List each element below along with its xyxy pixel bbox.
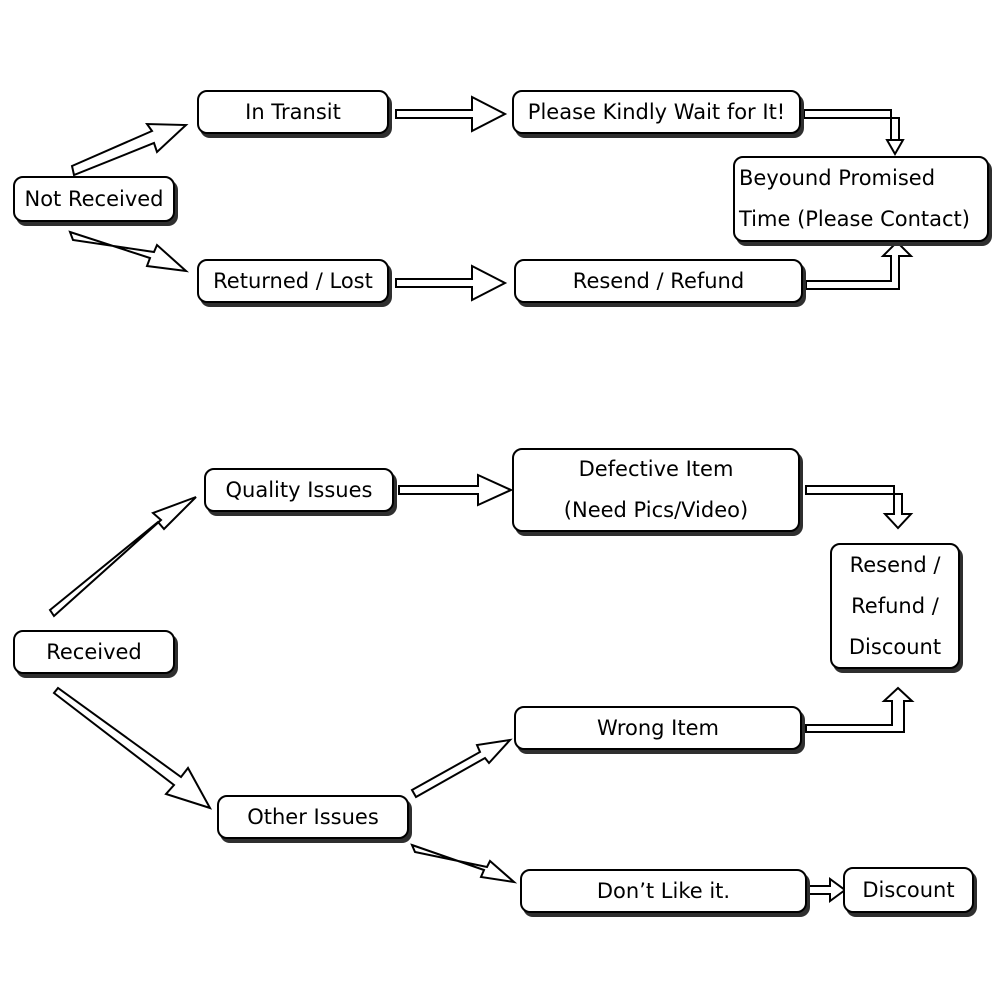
node-discount-label: Discount — [862, 877, 955, 902]
node-received: Received — [13, 630, 175, 674]
node-other-issues: Other Issues — [217, 795, 409, 839]
arrow-quality-to-defective — [398, 473, 514, 507]
node-outcome-line3: Discount — [848, 634, 942, 659]
node-resend-refund: Resend / Refund — [514, 259, 803, 303]
node-resend-refund-discount: Resend / Refund / Discount — [830, 543, 960, 669]
arrow-other-to-dontlike — [410, 843, 518, 884]
arrow-wait-to-beyond — [803, 109, 905, 157]
arrow-defective-to-outcome — [805, 485, 914, 530]
arrow-other-to-wrong — [410, 738, 513, 799]
arrow-wrong-to-outcome — [805, 686, 915, 733]
node-returned-lost-label: Returned / Lost — [213, 268, 373, 293]
arrow-received-to-quality — [48, 496, 197, 618]
node-outcome-line1: Resend / — [849, 552, 941, 577]
node-not-received: Not Received — [13, 176, 175, 222]
node-outcome-line2: Refund / — [851, 593, 939, 618]
node-defective-item: Defective Item (Need Pics/Video) — [512, 448, 800, 532]
node-not-received-label: Not Received — [24, 186, 164, 211]
node-wrong-item: Wrong Item — [514, 706, 802, 750]
node-beyond-line1: Beyound Promised — [739, 166, 936, 190]
node-dont-like-it: Don’t Like it. — [520, 869, 807, 913]
node-in-transit-label: In Transit — [245, 99, 341, 124]
arrow-resend-to-beyond — [805, 240, 914, 290]
node-dont-like-it-label: Don’t Like it. — [596, 878, 731, 903]
node-other-issues-label: Other Issues — [247, 804, 379, 829]
arrow-not-received-to-in-transit — [70, 122, 189, 177]
node-received-label: Received — [46, 639, 142, 664]
node-defective-line1: Defective Item — [578, 457, 734, 481]
arrow-in-transit-to-wait — [395, 95, 508, 133]
node-returned-lost: Returned / Lost — [197, 259, 389, 303]
node-quality-issues-label: Quality Issues — [225, 477, 373, 502]
node-wrong-item-label: Wrong Item — [597, 715, 719, 740]
node-in-transit: In Transit — [197, 90, 389, 134]
node-beyond-promised-time: Beyound Promised Time (Please Contact) — [733, 156, 989, 242]
arrow-received-to-other — [52, 686, 213, 810]
arrow-dontlike-to-discount — [806, 877, 847, 903]
node-quality-issues: Quality Issues — [204, 468, 394, 512]
node-discount: Discount — [843, 867, 974, 913]
node-beyond-line2: Time (Please Contact) — [739, 207, 970, 231]
node-wait-label: Please Kindly Wait for It! — [527, 99, 786, 124]
node-resend-refund-label: Resend / Refund — [572, 268, 745, 293]
arrow-returned-to-resend — [395, 264, 508, 302]
node-wait: Please Kindly Wait for It! — [512, 90, 801, 134]
node-defective-line2: (Need Pics/Video) — [563, 498, 749, 522]
arrow-not-received-to-returned — [68, 230, 190, 273]
